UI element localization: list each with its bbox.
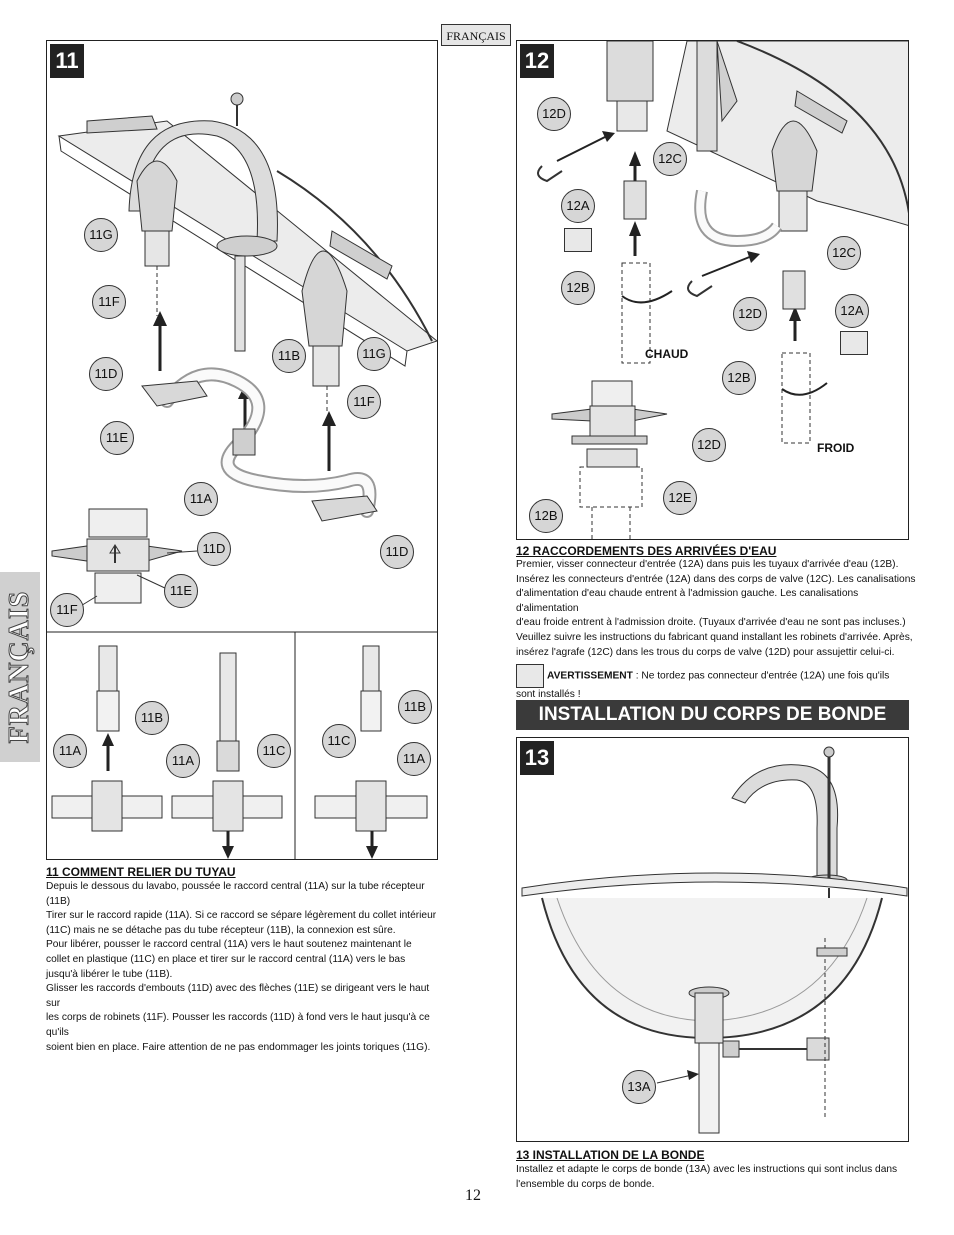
callout-12b-lower: 12B — [529, 499, 563, 533]
step11-line: Depuis le dessous du lavabo, poussée le … — [46, 881, 425, 907]
step12-line: d'eau froide entrent à l'admission droit… — [516, 617, 906, 629]
section-banner: INSTALLATION DU CORPS DE BONDE — [516, 700, 909, 730]
detail-callout-11a: 11A — [53, 734, 87, 768]
step11-panel: 11 — [46, 40, 438, 860]
step11-badge: 11 — [50, 44, 84, 78]
callout-12d-right: 12D — [733, 297, 767, 331]
side-language-label: FRANÇAIS — [4, 590, 36, 744]
detail-callout-11b-3: 11B — [398, 690, 432, 724]
warning-row: AVERTISSEMENT : Ne tordez pas connecteur… — [516, 664, 916, 689]
step11-line: Glisser les raccords d'embouts (11D) ave… — [46, 983, 430, 1009]
step12-line: d'alimentation d'eau chaude entrent à l'… — [516, 588, 859, 614]
step11-line: les corps de robinets (11F). Pousser les… — [46, 1012, 430, 1038]
step13-heading: 13 INSTALLATION DE LA BONDE — [516, 1148, 705, 1162]
step11-line: collet en plastique (11C) en place et ti… — [46, 953, 406, 965]
warning-icon — [564, 228, 592, 252]
warning-label: AVERTISSEMENT — [547, 670, 633, 682]
step13-illustration — [521, 746, 908, 1134]
callout-12d-lower: 12D — [692, 428, 726, 462]
callout-11e-lower: 11E — [164, 574, 198, 608]
callout-11f: 11F — [92, 285, 126, 319]
callout-12c-right: 12C — [827, 236, 861, 270]
step12-line: Insérez les connecteurs d'entrée (12A) d… — [516, 573, 916, 585]
detail-callout-11a-3: 11A — [397, 742, 431, 776]
step12-line: Veuillez suivre les instructions du fabr… — [516, 631, 913, 643]
callout-12c: 12C — [653, 142, 687, 176]
step13-panel: 13 13A — [516, 737, 909, 1142]
label-hot: CHAUD — [645, 347, 689, 361]
step12-body: Premier, visser connecteur d'entrée (12A… — [516, 558, 916, 703]
page-number: 12 — [465, 1187, 481, 1204]
callout-11f-right: 11F — [347, 385, 381, 419]
detail-callout-11c-3: 11C — [322, 724, 356, 758]
callout-12e: 12E — [663, 481, 697, 515]
step11-line: jusqu'à libérer le tube (11B). — [46, 968, 173, 980]
callout-11d: 11D — [89, 357, 123, 391]
step12-illustration — [537, 41, 908, 539]
warning-text-2: sont installés ! — [516, 689, 581, 701]
callout-11d-lower: 11D — [197, 532, 231, 566]
step12-panel: 12 — [516, 40, 909, 540]
callout-11d-right: 11D — [380, 535, 414, 569]
step11-line: soient bien en place. Faire attention de… — [46, 1041, 431, 1053]
callout-12a: 12A — [561, 189, 595, 223]
callout-11a: 11A — [184, 482, 218, 516]
step12-heading: 12 RACCORDEMENTS DES ARRIVÉES D'EAU — [516, 544, 777, 558]
callout-12d: 12D — [537, 97, 571, 131]
step13-line: Installez et adapte le corps de bonde (1… — [516, 1164, 898, 1175]
detail-callout-11c: 11C — [257, 734, 291, 768]
step12-badge: 12 — [520, 44, 554, 78]
warning-icon — [516, 664, 544, 689]
step12-line: Premier, visser connecteur d'entrée (12A… — [516, 559, 899, 570]
detail-callout-11a-2: 11A — [166, 744, 200, 778]
step13-badge: 13 — [520, 741, 554, 775]
callout-11g-right: 11G — [357, 337, 391, 371]
step11-illustration — [47, 92, 437, 859]
step11-line: Pour libérer, pousser le raccord central… — [46, 939, 412, 951]
warning-icon — [840, 331, 868, 355]
callout-12a-right: 12A — [835, 294, 869, 328]
step11-line: (11C) mais ne se détache pas du tube réc… — [46, 924, 396, 936]
callout-11b: 11B — [272, 339, 306, 373]
step13-line: l'ensemble du corps de bonde. — [516, 1178, 655, 1190]
step11-line: Tirer sur le raccord rapide (11A). Si ce… — [46, 910, 437, 922]
side-language-tab: FRANÇAIS — [0, 572, 40, 762]
detail-callout-11b: 11B — [135, 701, 169, 735]
language-tab: FRANÇAIS — [441, 24, 511, 46]
step11-body: Depuis le dessous du lavabo, poussée le … — [46, 880, 446, 1055]
callout-13a: 13A — [622, 1070, 656, 1104]
step11-heading: 11 COMMENT RELIER DU TUYAU — [46, 865, 236, 879]
callout-11f-lower: 11F — [50, 593, 84, 627]
step13-body: Installez et adapte le corps de bonde (1… — [516, 1163, 916, 1192]
label-cold: FROID — [817, 441, 855, 455]
callout-12b-right: 12B — [722, 361, 756, 395]
callout-11e: 11E — [100, 421, 134, 455]
warning-text: : Ne tordez pas connecteur d'entrée (12A… — [632, 670, 890, 682]
step12-line: insérez l'agrafe (12C) dans les trous du… — [516, 646, 895, 658]
callout-11g: 11G — [84, 218, 118, 252]
callout-12b: 12B — [561, 271, 595, 305]
